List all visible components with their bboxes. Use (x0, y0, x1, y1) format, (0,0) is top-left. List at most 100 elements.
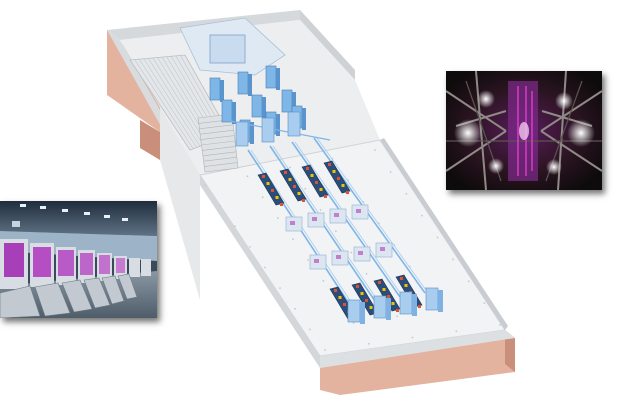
cryo-tower-side (302, 108, 306, 130)
magnet-segment (319, 188, 323, 191)
grate-line (134, 59, 194, 149)
chamber-core (209, 34, 246, 64)
hall-front-edge (320, 330, 515, 368)
chamber-interior-photo (446, 71, 602, 190)
floor-dot (335, 230, 337, 233)
floor-dot (261, 196, 264, 199)
magnet-segment (343, 303, 346, 306)
stair-step (203, 156, 237, 162)
cryo-tower (221, 99, 233, 123)
floor-dot (374, 149, 376, 151)
laser-bay (179, 17, 306, 144)
rf-cabinet (373, 295, 387, 319)
magnet-segment (391, 302, 395, 305)
floor-dot (350, 251, 353, 254)
magnet-segment (324, 195, 327, 198)
magnet-segment (310, 174, 314, 177)
magnet-segment (378, 281, 381, 284)
stair-step (201, 140, 236, 146)
cryo-tower-side (292, 92, 296, 114)
magnet-segment (284, 171, 287, 174)
stair-step (200, 129, 234, 135)
cryo-tower (281, 89, 293, 113)
cryo-tower-side (220, 80, 224, 102)
magnet-segment (293, 185, 296, 188)
left-inner-wall (160, 80, 200, 300)
station-core (358, 251, 363, 255)
floor-dot (249, 246, 251, 248)
grate-line (143, 58, 201, 147)
floor-dot (294, 307, 296, 310)
floor-dot (276, 217, 279, 220)
rf-cabinets (235, 111, 443, 324)
floor-dot (309, 328, 311, 331)
floor-dot (421, 214, 423, 217)
floor-dot (389, 171, 392, 173)
floor-dot (292, 238, 294, 241)
floor-dot (452, 258, 454, 261)
magnet-segment (328, 163, 331, 166)
magnet-segment (382, 288, 386, 291)
floor-dot (304, 187, 307, 190)
magnet-segment (396, 309, 399, 312)
floor-dot (411, 336, 414, 339)
cryo-tower-side (232, 102, 236, 124)
station-core (314, 259, 319, 263)
stair-step (204, 162, 238, 167)
magnet-segment (360, 292, 364, 295)
floor-dot (455, 330, 458, 333)
magnet-segment (302, 199, 305, 202)
right-wall (300, 10, 355, 80)
rf-cabinet (425, 287, 439, 311)
amplifier-hall-photo (0, 201, 157, 318)
station-core (312, 217, 317, 221)
beamline-rail (294, 141, 404, 298)
cryo-tower (251, 94, 263, 118)
floor-dot (219, 204, 221, 207)
floor-dot (279, 287, 281, 289)
beamline-rail (272, 145, 379, 302)
floor-dot (467, 280, 470, 283)
power-cabinet (287, 111, 301, 137)
floor-dot (322, 280, 325, 282)
cryo-tower-side (276, 114, 280, 136)
floor-dot (499, 324, 501, 326)
floor-dot (365, 272, 368, 275)
magnet-segment (404, 284, 408, 287)
magnet-segment (346, 191, 349, 194)
floor-dot (483, 302, 486, 304)
floor-dot (436, 236, 439, 239)
floor-dot (367, 342, 370, 345)
floor-dot (246, 175, 249, 178)
cryo-tower-side (262, 97, 266, 119)
magnet-segment (418, 305, 421, 308)
magnet-segment (334, 289, 337, 292)
grate-line (138, 59, 197, 148)
magnet-segment (365, 299, 368, 302)
station-core (336, 255, 341, 259)
magnet-segment (275, 196, 279, 199)
floor-dot (324, 349, 326, 351)
magnet-segment (332, 170, 336, 173)
station-core (356, 209, 361, 213)
magnet-segment (297, 192, 301, 195)
foundation-left-step (140, 120, 160, 160)
beamline-rail (316, 137, 429, 294)
station-core (290, 221, 295, 225)
power-cabinet (261, 117, 275, 143)
hall-left-wall (200, 175, 320, 368)
magnet-segment (337, 177, 340, 180)
grate-line (152, 57, 207, 144)
cryo-tower-side (250, 122, 254, 144)
rf-cabinet-side (438, 290, 443, 312)
magnet-segment (356, 285, 359, 288)
magnet-segment (262, 175, 265, 178)
floor-dot (319, 209, 322, 211)
cryo-tower (237, 71, 249, 95)
cryo-tower (265, 65, 277, 89)
cryo-tower-side (276, 68, 280, 90)
rf-cabinet (399, 291, 413, 315)
cryo-tower (209, 77, 221, 101)
rf-cabinet-side (386, 298, 391, 320)
